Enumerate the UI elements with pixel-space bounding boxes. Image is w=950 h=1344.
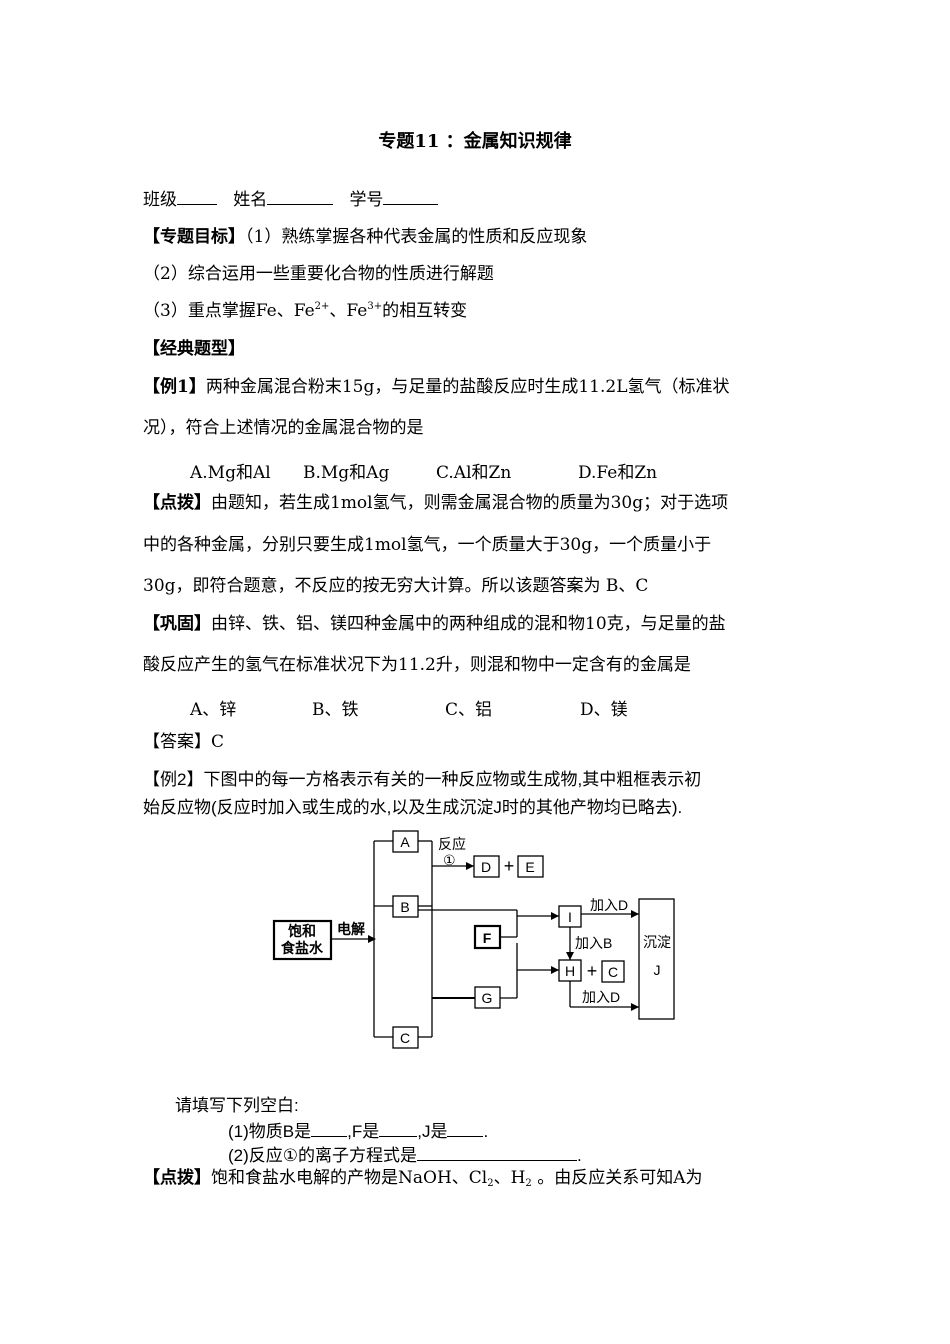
electrolysis-label: 电解 bbox=[337, 921, 365, 937]
answer-line: 【答案】C bbox=[143, 734, 224, 751]
ex1-hint-line-2: 中的各种金属，分别只要生成1mol氢气，一个质量大于30g，一个质量小于 bbox=[143, 535, 712, 555]
node-f: F bbox=[483, 930, 492, 946]
reaction-diagram: 饱和 食盐水 电解 A B C 反应 ① D + E F G I H + C 加… bbox=[272, 830, 675, 1049]
ionic-equation-field[interactable] bbox=[417, 1146, 578, 1161]
goals-line-1: 【专题目标】（1）熟练掌握各种代表金属的性质和反应现象 bbox=[143, 229, 587, 246]
node-e: E bbox=[525, 859, 534, 875]
name-field[interactable] bbox=[267, 190, 334, 205]
class-field[interactable] bbox=[177, 190, 217, 205]
consolidate-line-2: 酸反应产生的氢气在标准状况下为11.2升，则混和物中一定含有的金属是 bbox=[143, 655, 691, 675]
node-d: D bbox=[481, 859, 491, 875]
node-d-box bbox=[473, 855, 500, 878]
ex2-label: 【例2】 bbox=[143, 770, 204, 789]
class-label: 班级 bbox=[143, 190, 177, 210]
ex2-line-1: 【例2】下图中的每一方格表示有关的一种反应物或生成物,其中粗框表示初 bbox=[143, 770, 702, 789]
ex1-label: 【例1】 bbox=[143, 377, 206, 397]
reaction-number: ① bbox=[443, 852, 456, 868]
consolidate-option-a: A、锌 bbox=[190, 700, 237, 720]
ex1-line-2: 况），符合上述情况的金属混合物的是 bbox=[143, 418, 424, 438]
goal-item-3: （3）重点掌握Fe、Fe2+、Fe3+的相互转变 bbox=[143, 301, 468, 321]
question-2: (2)反应①的离子方程式是. bbox=[228, 1146, 582, 1165]
student-info-line: 班级 姓名 学号 bbox=[143, 190, 439, 210]
precipitate-j-box bbox=[638, 898, 675, 1020]
ex2-hint-label: 【点拨】 bbox=[143, 1168, 211, 1188]
ex1-option-c: C.Al和Zn bbox=[436, 463, 512, 483]
page-title: 专题11 ：金属知识规律 bbox=[378, 131, 572, 152]
consolidate-label: 【巩固】 bbox=[143, 614, 211, 634]
reaction-label: 反应 bbox=[438, 836, 466, 852]
ex2-hint-line: 【点拨】饱和食盐水电解的产物是NaOH、Cl2、H2 。由反应关系可知A为 bbox=[143, 1168, 703, 1189]
answer-f-field[interactable] bbox=[379, 1122, 418, 1137]
id-field[interactable] bbox=[383, 190, 439, 205]
start-box-line-1: 饱和 bbox=[288, 923, 316, 939]
ex2-line-2: 始反应物(反应时加入或生成的水,以及生成沉淀J时的其他产物均已略去). bbox=[143, 798, 683, 817]
ex1-hint-label: 【点拨】 bbox=[143, 493, 211, 513]
add-d-top-label: 加入D bbox=[590, 897, 628, 913]
goal-item-2: （2）综合运用一些重要化合物的性质进行解题 bbox=[143, 264, 494, 284]
add-d-bottom-label: 加入D bbox=[582, 989, 620, 1005]
goals-label: 【专题目标】 bbox=[143, 227, 245, 247]
consolidate-option-d: D、镁 bbox=[580, 700, 628, 720]
ex1-hint-line-1: 【点拨】由题知，若生成1mol氢气，则需金属混合物的质量为30g；对于选项 bbox=[143, 493, 729, 513]
classic-label: 【经典题型】 bbox=[143, 339, 245, 359]
node-c2: C bbox=[608, 964, 618, 980]
node-i: I bbox=[568, 909, 572, 925]
answer-j-field[interactable] bbox=[447, 1122, 484, 1137]
ex1-option-b: B.Mg和Ag bbox=[303, 463, 390, 483]
question-1: (1)物质B是,F是,J是. bbox=[228, 1122, 489, 1141]
answer-value: C bbox=[211, 732, 225, 752]
ex1-option-d: D.Fe和Zn bbox=[578, 463, 658, 483]
add-b-label: 加入B bbox=[575, 935, 612, 951]
precipitate-j: J bbox=[654, 962, 661, 978]
ex1-hint-line-3: 30g，即符合题意，不反应的按无穷大计算。所以该题答案为 B、C bbox=[143, 576, 649, 596]
node-c: C bbox=[400, 1030, 410, 1046]
ex1-line-1: 【例1】两种金属混合粉末15g，与足量的盐酸反应时生成11.2L氢气（标准状 bbox=[143, 377, 730, 397]
node-c2-box bbox=[601, 960, 625, 983]
node-e-box bbox=[517, 855, 544, 878]
consolidate-option-b: B、铁 bbox=[312, 700, 359, 720]
node-h: H bbox=[565, 963, 575, 979]
name-label: 姓名 bbox=[233, 190, 268, 210]
plus-sign-2: + bbox=[587, 961, 598, 981]
plus-sign-1: + bbox=[504, 856, 515, 876]
fill-intro: 请填写下列空白: bbox=[175, 1096, 299, 1115]
answer-label: 【答案】 bbox=[143, 732, 211, 752]
id-label: 学号 bbox=[349, 190, 384, 210]
ex1-option-a: A.Mg和Al bbox=[190, 463, 271, 483]
start-box-line-2: 食盐水 bbox=[281, 940, 324, 956]
precipitate-label: 沉淀 bbox=[643, 934, 671, 950]
answer-b-field[interactable] bbox=[311, 1122, 348, 1137]
consolidate-option-c: C、铝 bbox=[445, 700, 493, 720]
start-box-saturated-brine bbox=[272, 919, 333, 961]
consolidate-line-1: 【巩固】由锌、铁、铝、镁四种金属中的两种组成的混和物10克，与足量的盐 bbox=[143, 614, 726, 634]
node-a: A bbox=[400, 834, 410, 850]
node-g: G bbox=[482, 990, 493, 1006]
goal-item-1: （1）熟练掌握各种代表金属的性质和反应现象 bbox=[245, 227, 588, 247]
node-b: B bbox=[400, 899, 409, 915]
